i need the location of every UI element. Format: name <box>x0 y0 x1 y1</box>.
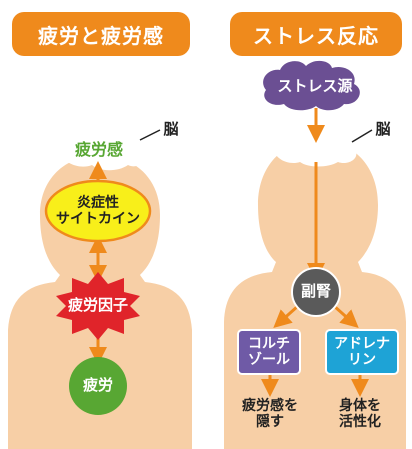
activate-body-line2: 活性化 <box>339 414 381 430</box>
fatigue-sense-label: 疲労感 <box>74 139 123 159</box>
adrenaline-label: アドレナ リン <box>326 330 398 374</box>
stress-source-cloud <box>263 60 360 111</box>
left-title: 疲労と疲労感 <box>12 12 190 56</box>
right-arrows <box>261 108 369 397</box>
right-brain-label: 脳 <box>375 120 391 139</box>
cytokine-ellipse <box>44 179 152 243</box>
hide-fatigue-line2: 隠す <box>256 414 284 430</box>
activate-body-line1: 身体を <box>339 397 381 414</box>
adrenaline-label-line1: アドレナ <box>334 335 390 352</box>
cortisol-box <box>237 329 301 375</box>
hide-fatigue-line1: 疲労感を <box>242 397 298 414</box>
left-brain-pointer <box>139 129 161 141</box>
left-brain-shape <box>61 125 147 171</box>
fatigue-factor-burst <box>56 272 140 340</box>
activate-body-label: 身体を 活性化 <box>318 392 402 436</box>
stress-source-label: ストレス源 <box>277 77 353 96</box>
fatigue-label: 疲労 <box>82 376 113 395</box>
left-brain-label: 脳 <box>163 120 179 139</box>
cortisol-label-line2: ゾール <box>248 352 290 368</box>
right-brain-shape <box>273 125 357 167</box>
right-brain-pointer <box>351 129 373 143</box>
cytokine-label-line2: サイトカイン <box>56 211 140 227</box>
adrenaline-box <box>325 329 399 375</box>
adrenal-circle <box>291 267 341 317</box>
adrenal-label: 副腎 <box>300 282 331 301</box>
cytokine-label: 炎症性 サイトカイン <box>46 188 150 234</box>
cytokine-label-line1: 炎症性 <box>77 194 119 211</box>
fatigue-factor-label: 疲労因子 <box>67 296 128 315</box>
cortisol-label: コルチ ゾール <box>238 330 300 374</box>
adrenaline-label-line2: リン <box>348 352 376 368</box>
right-title: ストレス反応 <box>230 12 402 56</box>
hide-fatigue-label: 疲労感を 隠す <box>228 392 312 436</box>
cortisol-label-line1: コルチ <box>248 335 290 352</box>
fatigue-circle <box>69 357 127 415</box>
